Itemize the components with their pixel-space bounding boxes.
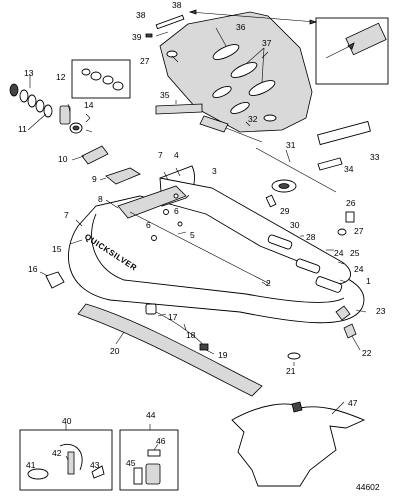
leader-lines [27, 51, 367, 461]
callout-36: 36 [236, 22, 246, 32]
callout-8: 8 [98, 194, 103, 204]
figure-number: 44602 [356, 482, 380, 492]
callout-44: 44 [146, 410, 156, 420]
callout-25: 25 [350, 248, 360, 258]
callout-46: 46 [156, 436, 166, 446]
callout-19: 19 [218, 350, 228, 360]
callout-5: 5 [190, 230, 195, 240]
drain-plug [287, 352, 301, 360]
callout-42: 42 [52, 448, 62, 458]
callout-2: 2 [266, 278, 271, 288]
callout-14: 14 [84, 100, 94, 110]
callout-6b: 6 [174, 206, 179, 216]
callout-38a: 38 [136, 10, 146, 20]
repair-kit-box [119, 424, 179, 491]
callout-4: 4 [174, 150, 179, 160]
grab-handle [45, 271, 65, 289]
spare-parts-kit [71, 59, 131, 99]
callout-43: 43 [90, 460, 100, 470]
callout-39: 39 [132, 32, 142, 42]
callout-7a: 7 [158, 150, 163, 160]
oarlock-hardware [265, 179, 355, 236]
callout-47: 47 [348, 398, 358, 408]
oar-set [155, 103, 371, 193]
callout-labels: 1 2 3 4 5 6 6 7 7 8 9 10 11 12 13 14 15 … [18, 0, 386, 470]
callout-37: 37 [262, 38, 272, 48]
pump-kit-box [19, 424, 113, 491]
callout-18: 18 [186, 330, 196, 340]
callout-35: 35 [160, 90, 170, 100]
callout-6a: 6 [146, 220, 151, 230]
callout-26: 26 [346, 198, 356, 208]
callout-15: 15 [52, 244, 62, 254]
boat-cover [231, 403, 366, 487]
callout-31: 31 [286, 140, 296, 150]
callout-41: 41 [26, 460, 36, 470]
seat [105, 167, 141, 185]
callout-11: 11 [18, 124, 27, 134]
callout-33: 33 [370, 152, 380, 162]
callout-16: 16 [28, 264, 38, 274]
callout-9: 9 [92, 174, 97, 184]
callout-32: 32 [248, 114, 258, 124]
callout-34: 34 [344, 164, 354, 174]
repair-patch [81, 145, 109, 165]
callout-45: 45 [126, 458, 136, 468]
callout-27a: 27 [354, 226, 364, 236]
callout-24b: 24 [334, 248, 344, 258]
callout-20: 20 [110, 346, 120, 356]
boat-hull: QUICKSILVER [67, 165, 365, 339]
callout-29: 29 [280, 206, 290, 216]
callout-23: 23 [376, 306, 386, 316]
callout-3: 3 [212, 166, 217, 176]
callout-24a: 24 [354, 264, 364, 274]
detail-inset [188, 9, 389, 85]
floorboard [159, 11, 313, 133]
callout-12: 12 [56, 72, 66, 82]
callout-13: 13 [24, 68, 34, 78]
callout-30: 30 [290, 220, 300, 230]
callout-7b: 7 [64, 210, 69, 220]
callout-1: 1 [366, 276, 371, 286]
callout-22: 22 [362, 348, 372, 358]
callout-10: 10 [58, 154, 68, 164]
callout-38b: 38 [172, 0, 182, 10]
callout-28: 28 [306, 232, 316, 242]
callout-27b: 27 [140, 56, 150, 66]
keel-strip [77, 303, 263, 397]
callout-17: 17 [168, 312, 178, 322]
callout-21: 21 [286, 366, 296, 376]
drain-valve [145, 303, 209, 351]
callout-40: 40 [62, 416, 72, 426]
cover-clip [291, 401, 303, 413]
floor-rod [145, 14, 185, 38]
